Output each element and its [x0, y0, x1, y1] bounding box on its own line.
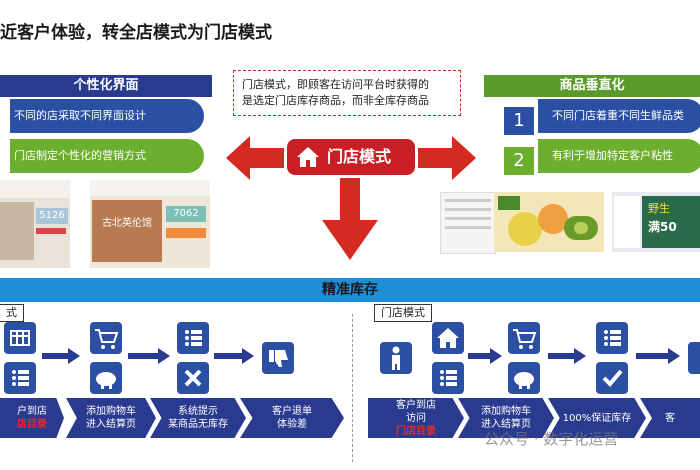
list-icon: [4, 362, 36, 394]
new-step-3-line1: 100%保证库存: [562, 412, 632, 424]
page-title: 近客户体验，转全店模式为门店模式: [0, 23, 272, 43]
store-screenshot-1: 5126: [0, 180, 70, 268]
old-step-3: 系统提示 某商品无库存: [150, 398, 246, 438]
cut-icon: [688, 342, 700, 374]
piggy-bank-icon: [508, 362, 540, 394]
home-icon: [432, 322, 464, 354]
screenshot-2-name: 古北英伦馆: [102, 218, 152, 229]
checklist-icon: [177, 322, 209, 354]
cart-icon: [508, 322, 540, 354]
arrow-right-icon: [418, 136, 476, 180]
flow-arrow-icon: [214, 348, 254, 364]
old-step-2-line1: 添加购物车: [86, 406, 136, 417]
new-step-3: 100%保证库存: [548, 398, 646, 438]
old-step-2: 添加购物车 进入结算页: [66, 398, 156, 438]
right-item-1-number: 1: [504, 107, 534, 135]
screenshot-1-number: 5126: [36, 208, 68, 224]
store-screenshot-2: 古北英伦馆 7062: [90, 180, 210, 268]
note-line-2: 是选定门店库存商品，而非全库存商品: [242, 94, 429, 107]
left-item-1: 不同的店采取不同界面设计: [0, 99, 204, 133]
new-step-2-line2: 进入结算页: [481, 419, 531, 430]
store-mode-label: 门店模式: [327, 147, 392, 166]
right-panel-header: 商品垂直化: [484, 75, 700, 97]
new-step-2-line1: 添加购物车: [481, 406, 531, 417]
checklist-icon: [596, 322, 628, 354]
old-step-4-line2: 体验差: [277, 419, 307, 430]
promo-screenshot: 野生 满50: [612, 192, 700, 252]
old-step-1-line2: 店目录: [17, 419, 47, 430]
flow-arrow-icon: [548, 348, 586, 364]
left-edge-bar: [0, 99, 10, 173]
old-step-3-line1: 系统提示: [178, 406, 218, 417]
person-icon: [380, 342, 412, 374]
new-flow-tag: 门店模式: [374, 304, 432, 322]
piggy-bank-icon: [90, 362, 122, 394]
old-step-1-line1: 户到店: [17, 406, 47, 417]
old-step-3-line2: 某商品无库存: [168, 419, 228, 430]
arrow-left-icon: [226, 136, 284, 180]
new-step-1: 客户到店 访问门店目录: [368, 398, 464, 438]
home-icon: [297, 147, 319, 167]
flow-arrow-icon: [128, 348, 170, 364]
old-step-1: 户到店 店目录: [0, 398, 64, 438]
old-flow-tag: 式: [0, 304, 24, 322]
store-mode-note: 门店模式，即顾客在访问平台时获得的 是选定门店库存商品，而非全库存商品: [233, 70, 461, 116]
arrow-down-icon: [322, 178, 378, 260]
store-mode-button[interactable]: 门店模式: [287, 139, 415, 175]
old-step-2-line2: 进入结算页: [86, 419, 136, 430]
section-divider: [352, 314, 353, 462]
left-panel-header: 个性化界面: [0, 75, 212, 97]
new-step-1-line2a: 访问: [406, 412, 426, 424]
check-icon: [596, 362, 628, 394]
product-list-screenshot: [440, 192, 496, 254]
old-step-4-line1: 客户退单: [272, 406, 312, 417]
flow-arrow-icon: [42, 348, 80, 364]
new-step-1-line2b: 门店目录: [396, 425, 436, 437]
new-step-1-line1: 客户到店: [396, 399, 436, 411]
screenshot-2-number: 7062: [166, 206, 206, 222]
cart-icon: [90, 322, 122, 354]
promo-number: 满50: [648, 220, 677, 234]
new-step-2: 添加购物车 进入结算页: [458, 398, 554, 438]
old-step-4: 客户退单 体验差: [240, 398, 344, 438]
right-item-1: 不同门店着重不同生鲜品类: [538, 99, 700, 133]
left-item-2: 门店制定个性化的营销方式: [0, 139, 204, 173]
flow-arrow-icon: [468, 348, 502, 364]
new-step-4-line1: 客: [665, 412, 675, 424]
new-step-4: 客: [640, 398, 700, 438]
precise-inventory-bar: 精准库存: [0, 278, 700, 302]
thumbs-down-icon: [262, 342, 294, 374]
list-icon: [432, 362, 464, 394]
catalog-icon: [4, 322, 36, 354]
right-item-2: 有利于增加特定客户粘性: [538, 139, 700, 173]
note-line-1: 门店模式，即顾客在访问平台时获得的: [242, 78, 429, 91]
fruit-image: [494, 192, 604, 252]
watermark: 公众号 · 数字化运营: [484, 430, 619, 448]
right-item-2-number: 2: [504, 147, 534, 175]
promo-badge: 野生: [648, 202, 670, 215]
flow-arrow-icon: [636, 348, 680, 364]
cross-icon: [177, 362, 209, 394]
